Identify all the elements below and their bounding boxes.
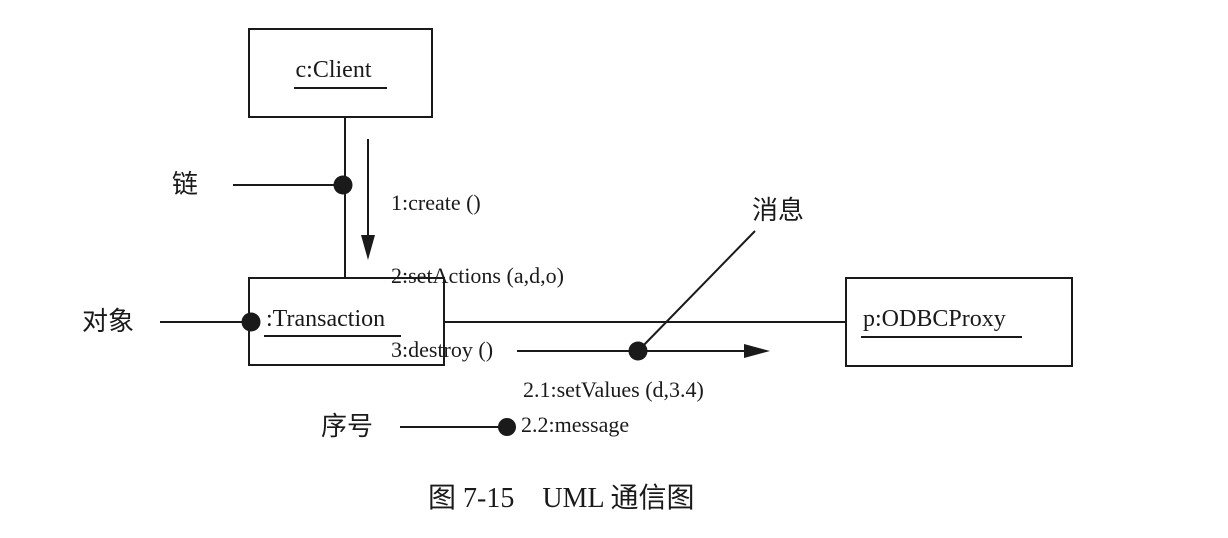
link-message-3: 3:destroy () [391, 336, 494, 362]
callout-label-message: 消息 [752, 196, 805, 225]
callout-label-object: 对象 [82, 307, 135, 336]
object-box-transaction: :Transaction [248, 277, 445, 366]
object-box-odbcproxy: p:ODBCProxy [845, 277, 1073, 367]
link-message-2: 2:setActions (a,d,o) [391, 263, 564, 289]
object-label-transaction: :Transaction [264, 306, 402, 338]
callout-dot-link [333, 175, 353, 195]
object-box-client: c:Client [248, 28, 433, 118]
figure-caption: 图 7-15 UML 通信图 [428, 483, 695, 514]
flow-message-message: 2.2:message [521, 412, 630, 437]
callout-dot-message [628, 341, 648, 361]
callout-label-link: 链 [172, 170, 199, 199]
link-message-list: 1:create () 2:setActions (a,d,o) 3:destr… [391, 154, 564, 410]
link-message-1: 1:create () [391, 190, 481, 215]
message-arrow-down-head [361, 235, 375, 260]
flow-message-setvalues: 2.1:setValues (d,3.4) [523, 377, 704, 402]
callout-line-message [639, 230, 756, 350]
callout-dot-sequence-number [498, 418, 516, 436]
object-label-odbcproxy: p:ODBCProxy [861, 306, 1022, 338]
object-label-client: c:Client [293, 57, 388, 89]
message-arrow-right-head [744, 344, 770, 358]
callout-label-sequence-number: 序号 [321, 412, 374, 441]
